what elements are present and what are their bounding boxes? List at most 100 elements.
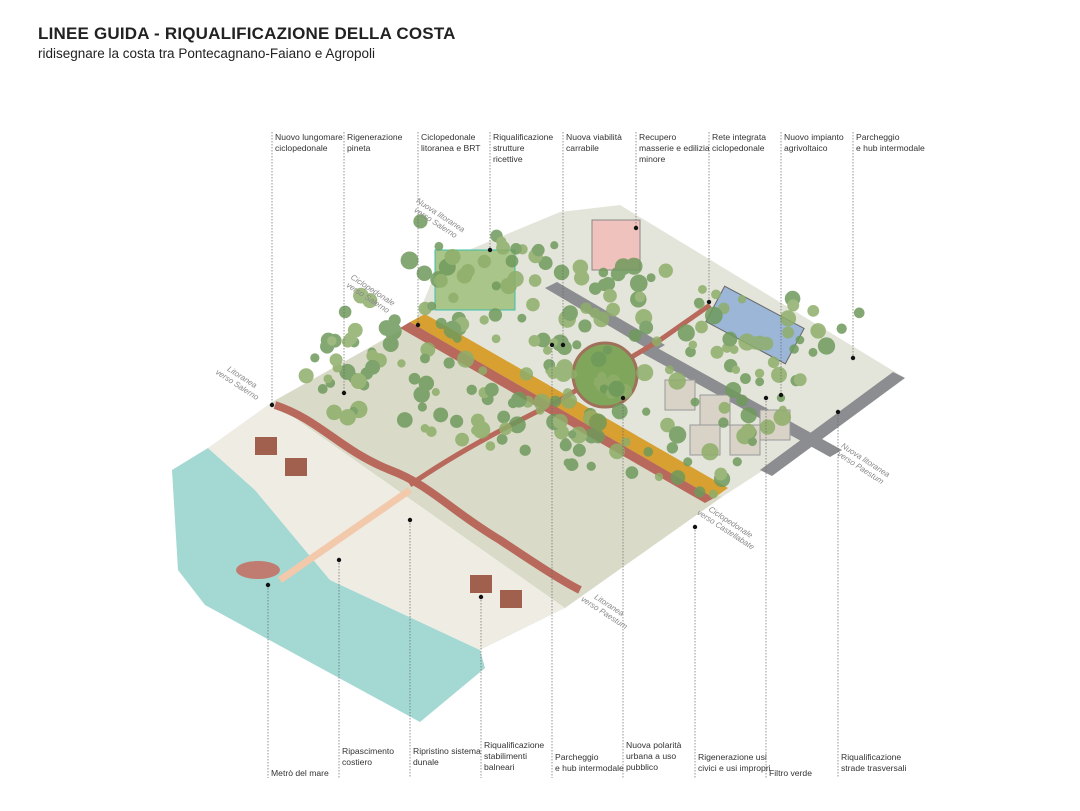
- tree: [568, 430, 577, 439]
- tree: [443, 320, 462, 339]
- tree: [353, 287, 369, 304]
- tree: [382, 336, 399, 352]
- tree: [491, 334, 501, 344]
- tree: [338, 305, 352, 319]
- tree: [433, 273, 448, 288]
- tree: [658, 263, 673, 278]
- bottom-callout-label: Riqualificazione strade trasversali: [841, 752, 907, 773]
- tree: [427, 301, 437, 311]
- tree: [570, 426, 588, 444]
- top-callout-label: Rigenerazione pineta: [347, 132, 403, 153]
- tree: [397, 359, 406, 368]
- tree: [597, 371, 607, 381]
- tree: [573, 270, 590, 286]
- tree: [496, 433, 508, 445]
- tree: [685, 346, 696, 358]
- top-callout-label: Riqualificazione strutture ricettive: [493, 132, 554, 164]
- tree: [660, 417, 675, 433]
- tree: [740, 407, 757, 424]
- tree: [611, 403, 628, 420]
- tree: [553, 264, 570, 281]
- tree: [561, 438, 571, 447]
- tree: [443, 357, 455, 369]
- tree: [419, 353, 430, 364]
- tree: [557, 340, 572, 356]
- trees: [298, 214, 865, 499]
- tree: [562, 305, 578, 321]
- tree: [738, 333, 756, 351]
- callout-dot: [341, 390, 347, 396]
- tree: [547, 366, 560, 379]
- tree: [810, 323, 826, 339]
- tree: [433, 407, 449, 423]
- tree: [602, 345, 613, 355]
- callout-dot: [763, 395, 769, 401]
- callout-dot: [835, 409, 841, 415]
- tree: [625, 466, 639, 480]
- tree: [550, 241, 559, 250]
- tree: [629, 274, 648, 293]
- page-title: LINEE GUIDA - RIQUALIFICAZIONE DELLA COS…: [38, 24, 456, 43]
- tree: [400, 251, 419, 270]
- tree: [510, 243, 522, 255]
- tree: [646, 273, 656, 283]
- bottom-callout-label: Riqualificazione stabilimenti balneari: [484, 740, 545, 772]
- tree: [552, 413, 568, 429]
- tree: [444, 248, 461, 266]
- tree: [590, 351, 607, 368]
- tree: [603, 288, 617, 303]
- jetty: [278, 487, 412, 583]
- tree: [708, 489, 718, 499]
- tree: [718, 401, 731, 414]
- tree: [580, 302, 592, 314]
- callout-dot: [778, 392, 784, 398]
- tree: [586, 461, 596, 471]
- top-callout-label: Rete integrata ciclopedonale: [712, 132, 766, 153]
- tree: [642, 407, 651, 416]
- tree: [519, 367, 534, 381]
- tree: [807, 304, 820, 317]
- tree: [817, 337, 836, 355]
- callout-dot: [549, 342, 555, 348]
- tree: [731, 365, 741, 374]
- callout-lines: [265, 132, 856, 778]
- page-subtitle: ridisegnare la costa tra Pontecagnano-Fa…: [38, 46, 375, 61]
- tree: [701, 443, 719, 461]
- tree: [365, 359, 381, 375]
- top-callout-label: Parcheggio e hub intermodale: [856, 132, 925, 153]
- tree: [317, 384, 328, 394]
- tree: [666, 442, 679, 454]
- tree: [737, 295, 747, 304]
- tree: [711, 289, 721, 300]
- top-callout-label: Recupero masserie e edilizia minore: [639, 132, 710, 164]
- tree: [413, 386, 430, 403]
- tree: [670, 470, 686, 485]
- tree: [505, 254, 519, 268]
- tree: [485, 441, 496, 451]
- tree: [606, 302, 620, 317]
- tree: [589, 413, 607, 432]
- tree: [543, 346, 552, 355]
- tree: [752, 335, 768, 351]
- tree: [329, 353, 343, 367]
- tree: [519, 444, 531, 456]
- tree: [528, 335, 541, 347]
- tree: [729, 345, 739, 354]
- tree: [779, 310, 797, 327]
- tree: [479, 315, 489, 325]
- tree: [795, 335, 805, 345]
- tree: [747, 437, 757, 447]
- callout-dot: [633, 225, 639, 231]
- callout-dot: [407, 517, 413, 523]
- tree: [690, 397, 700, 407]
- tree: [836, 323, 847, 334]
- bottom-callout-label: Metrò del mare: [271, 768, 329, 778]
- tree: [722, 331, 738, 347]
- tree: [508, 416, 526, 434]
- tree: [597, 278, 611, 292]
- bottom-callout-label: Filtro verde: [769, 768, 812, 778]
- tree: [565, 458, 579, 472]
- tree: [683, 457, 693, 467]
- tree: [787, 299, 800, 312]
